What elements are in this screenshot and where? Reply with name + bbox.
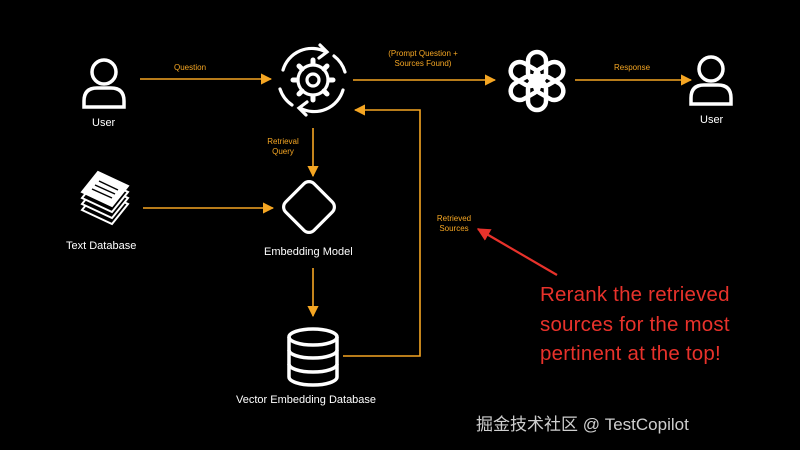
- edge-label-retrieval: Retrieval Query: [258, 137, 308, 157]
- edge-label-retrieved-line2: Sources: [439, 224, 469, 233]
- edge-label-retrieval-line1: Retrieval: [267, 137, 299, 146]
- gear-cycle-icon: [278, 43, 347, 117]
- user-icon: [689, 55, 733, 106]
- openai-logo-icon: [508, 49, 566, 113]
- edge-label-prompt: (Prompt Question + Sources Found): [378, 49, 468, 69]
- annotation-line2: sources for the most: [540, 312, 730, 336]
- user-left-label: User: [92, 117, 116, 129]
- text-database-label: Text Database: [66, 240, 137, 252]
- edge-label-retrieved-line1: Retrieved: [436, 214, 472, 223]
- database-icon: [287, 327, 339, 387]
- edge-label-question: Question: [174, 63, 207, 72]
- edge-retrieved-sources: [343, 104, 421, 357]
- edge-label-prompt-line2: Sources Found): [394, 59, 452, 68]
- documents-stack-icon: [80, 170, 130, 226]
- edge-label-retrieval-line2: Query: [272, 147, 294, 156]
- annotation-line1: Rerank the retrieved: [540, 283, 730, 306]
- user-icon: [82, 58, 126, 109]
- annotation-line3: pertinent at the top!: [540, 342, 721, 365]
- edge-label-retrieved: Retrieved Sources: [430, 214, 478, 234]
- annotation-arrow: [476, 228, 558, 276]
- vector-db-label: Vector Embedding Database: [236, 394, 377, 406]
- user-right-label: User: [700, 114, 724, 126]
- edge-label-response: Response: [614, 63, 651, 72]
- edge-label-prompt-line1: (Prompt Question +: [388, 49, 458, 58]
- embedding-model-label: Embedding Model: [264, 246, 353, 258]
- watermark: 掘金技术社区 @ TestCopilot: [476, 415, 689, 434]
- rerank-annotation: Rerank the retrieved sources for the mos…: [540, 280, 730, 369]
- diamond-icon: [282, 180, 336, 234]
